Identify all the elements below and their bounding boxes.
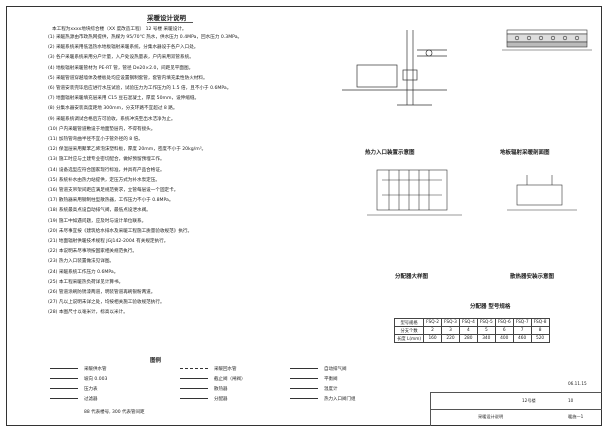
- spec-header-cell: FSQ-3: [441, 318, 460, 327]
- note-line: (28) 本图尺寸以毫米计，标高以米计。: [48, 310, 128, 316]
- legend-label: 散热器: [214, 387, 228, 392]
- spec-table-title: 分配器 型号规格: [470, 304, 511, 310]
- spec-cell: 520: [530, 334, 550, 343]
- spec-header-cell: 型号规格: [393, 318, 425, 327]
- note-line: (9) 采暖系统调试合格后方可验收，系统冲洗至出水洁净为止。: [48, 116, 176, 122]
- note-line: (19) 施工中如遇问题，应及时与设计单位联系。: [48, 218, 147, 224]
- note-line: (3) 各户采暖系统采用分户计量，入户处设热量表，户内采用双管系统。: [48, 55, 194, 61]
- spec-cell: 5: [476, 326, 496, 335]
- note-line: (10) 户内采暖管道敷设于地面垫层内，不得有接头。: [48, 126, 156, 132]
- note-line: (24) 采暖系统工作压力 0.6MPa。: [48, 269, 119, 275]
- detail-diagrams: [342, 29, 592, 216]
- spec-cell: 460: [512, 334, 532, 343]
- title-block-scale: 10: [568, 398, 574, 403]
- spec-header-cell: FSQ-2: [423, 318, 442, 327]
- spec-cell: 4: [458, 326, 478, 335]
- title-block-sheet-no: 暖施—1: [568, 414, 584, 419]
- legend-label: 截止阀（闸阀）: [214, 377, 246, 382]
- thermometer-icon: [290, 388, 318, 389]
- spec-cell: 2: [423, 326, 442, 335]
- spec-header-cell: FSQ-7: [512, 318, 532, 327]
- title-block-building: 12号楼: [522, 398, 536, 403]
- legend-label: 热力入口阀门组: [324, 397, 356, 402]
- note-line: (27) 凡以上说明未详之处，均按相关施工验收规范执行。: [48, 300, 165, 306]
- legend-footnote: 88 代表楼号, 300 代表管间距: [84, 410, 145, 415]
- pressure-gauge-icon: [50, 388, 78, 389]
- inlet-valve-group-icon: [290, 398, 318, 399]
- note-line: (7) 地面辐射采暖填充层采用 C15 豆石混凝土，厚度 50mm，设伸缩缝。: [48, 96, 200, 102]
- filter-icon: [50, 398, 78, 399]
- spec-cell: 分支个数: [393, 326, 425, 335]
- legend-title: 图例: [150, 358, 162, 364]
- radiator-icon: [180, 388, 208, 389]
- spec-header-cell: FSQ-6: [494, 318, 514, 327]
- note-line: (13) 施工时应与土建专业密切配合，做好预留预埋工作。: [48, 157, 165, 163]
- legend-label: 温度计: [324, 387, 338, 392]
- manifold-diagram-caption: 分配器大样图: [395, 274, 429, 280]
- note-line: (15) 系统补水由热力站提供，定压方式为补水泵定压。: [48, 177, 160, 183]
- radiator-diagram-caption: 散热器安装示意图: [510, 274, 555, 280]
- supply-line-icon: [50, 368, 78, 369]
- spec-header-cell: FSQ-4: [458, 318, 478, 327]
- note-line: (17) 散热器采用钢制柱型散热器，工作压力不小于 0.8MPa。: [48, 198, 174, 204]
- spec-cell: 3: [441, 326, 460, 335]
- balance-valve-icon: [290, 378, 318, 379]
- spec-header-cell: FSQ-5: [476, 318, 496, 327]
- note-line: (2) 采暖系统采用低温热水地板辐射采暖系统，分集水器设于各户入口处。: [48, 45, 199, 51]
- note-line: (5) 采暖管道穿越墙体及楼板处均应设置钢制套管，套管内填充柔性防火材料。: [48, 75, 208, 81]
- note-line: (14) 设备选型应符合国家现行标准，并具有产品合格证。: [48, 167, 165, 173]
- legend-label: 平衡阀: [324, 377, 338, 382]
- air-vent-icon: [290, 368, 318, 369]
- spec-cell: 160: [423, 334, 442, 343]
- note-line: (26) 管道涂刷防锈漆两道，明装管道再刷银粉两道。: [48, 290, 156, 295]
- legend-label: 过滤器: [84, 397, 98, 402]
- legend-label: 分配器: [214, 397, 228, 402]
- legend-label: 压力表: [84, 387, 98, 392]
- return-line-icon: [180, 368, 208, 369]
- spec-cell: 220: [441, 334, 460, 343]
- slope-arrow-icon: [50, 378, 78, 379]
- drawing-sheet: [6, 6, 602, 426]
- note-line: (20) 未尽事宜按《建筑给水排水及采暖工程施工质量验收规范》执行。: [48, 228, 193, 234]
- spec-cell: 400: [494, 334, 514, 343]
- note-line: (6) 管道安装完毕后应进行水压试验，试验压力为工作压力的 1.5 倍，且不小于…: [48, 86, 232, 91]
- title-block-date: 06.11.15: [568, 381, 587, 386]
- page-title: 采暖设计说明: [147, 14, 186, 22]
- legend-label: 采暖回水管: [214, 367, 237, 372]
- spec-cell: 8: [530, 326, 550, 335]
- note-line: (21) 地面辐射供暖技术规程 JGJ142-2004 有关规定执行。: [48, 239, 169, 244]
- note-line: (12) 保温层采用聚苯乙烯泡沫塑料板，厚度 20mm，密度不小于 20kg/m…: [48, 147, 207, 153]
- stop-valve-icon: [180, 378, 208, 379]
- note-line: (16) 管道支吊架间距应满足规范要求，立管每层设一个固定卡。: [48, 188, 179, 193]
- legend-label: 自动排气阀: [324, 367, 347, 372]
- manifold-icon: [180, 398, 208, 399]
- spec-cell: 6: [494, 326, 514, 335]
- legend-label: 采暖供水管: [84, 367, 107, 372]
- note-line: (25) 本工程采暖热负荷详见计算书。: [48, 279, 124, 285]
- note-line: (18) 系统最高点设自动排气阀，最低点设泄水阀。: [48, 208, 151, 214]
- spec-cell: 280: [458, 334, 478, 343]
- note-line: (23) 热力入口装置做法见详图。: [48, 259, 115, 265]
- spec-cell: 7: [512, 326, 532, 335]
- legend-label: 坡向 0.003: [84, 377, 108, 382]
- note-line: (8) 分集水器安装高度距地 300mm，分支环路不宜超过 8 路。: [48, 106, 178, 112]
- title-block-drawing-name: 采暖设计说明: [478, 414, 504, 419]
- note-line: (1) 采暖热源由市政热网提供，热媒为 95/70℃ 热水，供水压力 0.4MP…: [48, 35, 243, 40]
- spec-cell: 长度 L(mm): [393, 334, 425, 343]
- spec-header-cell: FSQ-8: [530, 318, 550, 327]
- inlet-diagram-caption: 热力入口装置示意图: [365, 150, 415, 156]
- spec-cell: 340: [476, 334, 496, 343]
- note-line: (22) 本说明未尽事项按国家相关规范执行。: [48, 249, 137, 255]
- project-line: 本工程为xxxx地块综合楼（XX 度改造工程） 12 号楼 采暖设计。: [52, 27, 187, 32]
- floor-diagram-caption: 地板辐射采暖剖面图: [500, 150, 550, 156]
- note-line: (11) 加热管弯曲半径不宜小于管外径的 8 倍。: [48, 137, 143, 142]
- note-line: (4) 地板辐射采暖管材为 PE-RT 管，管径 De20×2.0，间距见平面图…: [48, 65, 194, 71]
